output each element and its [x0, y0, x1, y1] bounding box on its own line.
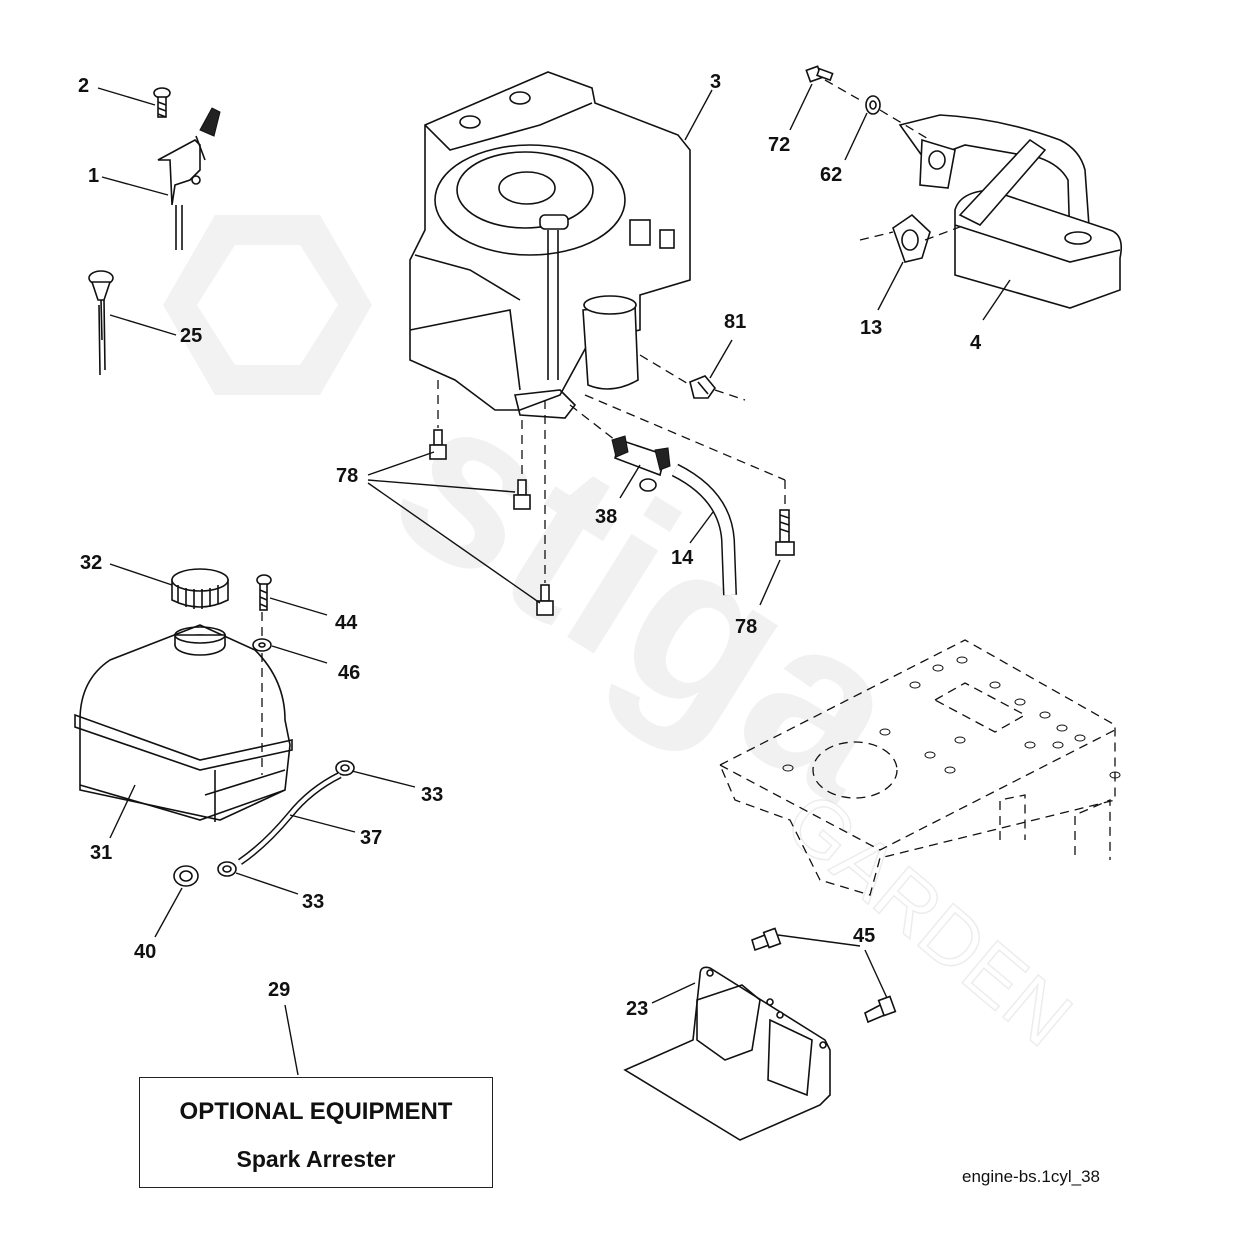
- bolt-72-part: [805, 65, 834, 83]
- callout-31: 31: [90, 842, 112, 864]
- callout-37: 37: [360, 827, 382, 849]
- nut-81-part: [689, 375, 717, 399]
- assembly-lines: [261, 79, 966, 775]
- washer-62-part: [865, 95, 881, 115]
- callout-78b: 78: [735, 616, 757, 638]
- fuel-filter-38-part: [611, 435, 671, 492]
- optional-equipment-box: OPTIONAL EQUIPMENT Spark Arrester: [139, 1077, 493, 1188]
- callout-44: 44: [335, 612, 358, 634]
- leader-lines: [97, 83, 1011, 1076]
- fuel-cap-32-part: [171, 568, 229, 609]
- callout-2: 2: [78, 75, 89, 97]
- frame-part: [719, 639, 1121, 896]
- callout-29: 29: [268, 979, 290, 1001]
- bolt-78-parts: [429, 429, 795, 616]
- clamp-33b-part: [217, 861, 237, 877]
- callout-33b: 33: [302, 891, 324, 913]
- callout-46: 46: [338, 662, 360, 684]
- watermark-brand: stiga: [354, 344, 947, 848]
- clamp-33a-part: [335, 760, 355, 776]
- gasket-13-part: [892, 213, 931, 263]
- muffler-4-part: [898, 114, 1123, 309]
- plate-23-part: [623, 966, 831, 1141]
- callout-78a: 78: [336, 465, 358, 487]
- callout-14: 14: [671, 547, 694, 569]
- diagram-code: engine-bs.1cyl_38: [962, 1167, 1100, 1186]
- choke-cable-part: [88, 270, 114, 376]
- callout-72: 72: [768, 134, 790, 156]
- callout-4: 4: [970, 332, 982, 354]
- callout-23: 23: [626, 998, 648, 1020]
- bolt-45-parts: [751, 927, 897, 1024]
- watermark-sub: GARDEN: [769, 775, 1088, 1063]
- grommet-40-part: [173, 865, 199, 887]
- callouts: 2 1 25 3 72 62 13 4 81 78 38 14 78 32 44…: [78, 71, 982, 1020]
- callout-1: 1: [88, 165, 99, 187]
- callout-25: 25: [180, 325, 202, 347]
- fuel-tank-31-part: [74, 624, 293, 822]
- washer-46-part: [252, 638, 272, 652]
- callout-45: 45: [853, 925, 875, 947]
- callout-38: 38: [595, 506, 617, 528]
- fuel-hose-14-part: [671, 463, 737, 596]
- optional-equipment-subtitle: Spark Arrester: [236, 1146, 396, 1172]
- callout-33a: 33: [421, 784, 443, 806]
- callout-3: 3: [710, 71, 721, 93]
- callout-81: 81: [724, 311, 746, 333]
- engine-part: [409, 71, 691, 419]
- callout-13: 13: [860, 317, 882, 339]
- optional-equipment-title: OPTIONAL EQUIPMENT: [179, 1098, 453, 1125]
- callout-62: 62: [820, 164, 842, 186]
- throttle-control-part: [153, 87, 221, 250]
- callout-32: 32: [80, 552, 102, 574]
- callout-40: 40: [134, 941, 156, 963]
- screw-44-part: [256, 574, 272, 611]
